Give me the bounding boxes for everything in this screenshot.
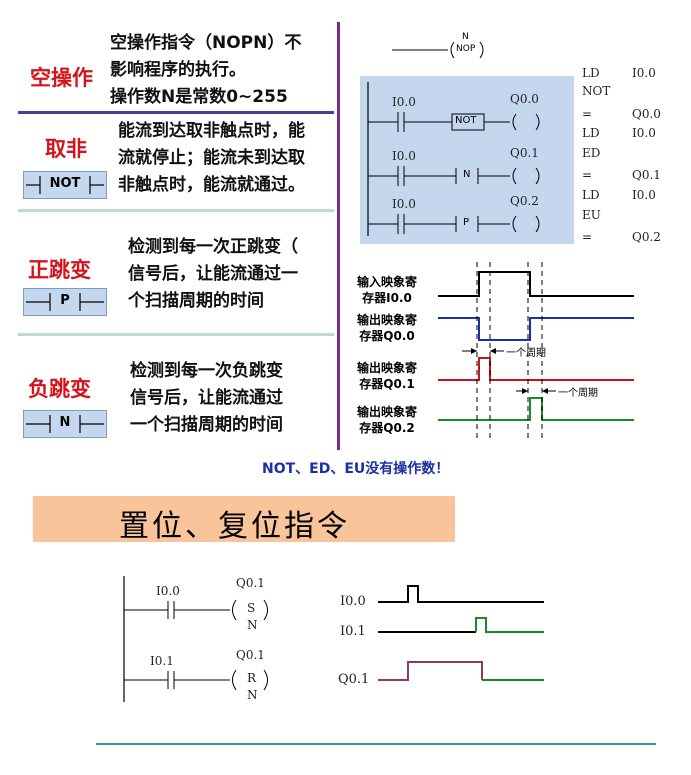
nop-coil-n: N (462, 32, 469, 42)
rung3-box-label: P (463, 217, 470, 228)
set-reset-timing: I0.0 I0.1 Q0.1 (330, 578, 550, 698)
vertical-divider (337, 22, 340, 450)
sr-rung1-contact: I0.0 (156, 584, 180, 598)
stl-op: LD (582, 66, 600, 80)
rung1-coil: Q0.0 (510, 92, 539, 106)
rung1-box-label: NOT (455, 115, 477, 126)
sr-rung1-op: S (247, 601, 256, 615)
timing-row-label: 输出映象寄 存器Q0.1 (356, 361, 417, 391)
sr-timing-label: Q0.1 (338, 672, 370, 687)
timing-row-label: 输出映象寄 存器Q0.0 (356, 313, 417, 343)
stl-op: NOT (582, 84, 611, 98)
not-symbol-label: NOT (49, 176, 81, 191)
ladder-panel: I0.0 Q0.0 NOT I0.0 Q0.1 N I0.0 Q0.2 P (360, 76, 574, 244)
pos-symbol-label: P (60, 293, 70, 308)
period-label: 一个周期 (558, 388, 598, 399)
section-title: 置位、复位指令 (119, 509, 350, 544)
stl-operand: Q0.0 (632, 107, 661, 121)
bottom-rule (96, 743, 656, 745)
nop-description: 空操作指令（NOPN）不 影响程序的执行。 操作数N是常数0~255 (110, 33, 302, 107)
transition-timing-diagram: 输入映象寄 存器I0.0 输出映象寄 存器Q0.0 输出映象寄 存器Q0.1 输… (336, 262, 636, 444)
section-title-bar: 置位、复位指令 (33, 496, 455, 544)
not-description: 能流到达取非触点时，能 流就停止；能流未到达取 非触点时，能流就通过。 (118, 121, 305, 195)
divider-1 (18, 111, 334, 114)
sr-timing-label: I0.1 (340, 624, 366, 639)
neg-title: 负跳变 (28, 377, 91, 401)
period-label: 一个周期 (506, 348, 546, 359)
stl-op: ED (582, 146, 601, 160)
rung3-contact: I0.0 (392, 197, 416, 211)
stl-op: EU (582, 208, 601, 222)
rung2-coil: Q0.1 (510, 146, 539, 160)
stl-operand: Q0.2 (632, 230, 661, 244)
sr-rung1-n: N (247, 618, 258, 632)
sr-rung2-coil: Q0.1 (236, 648, 265, 662)
not-symbol-box: NOT (23, 171, 107, 199)
pos-description: 检测到每一次正跳变（ 信号后，让能流通过一 个扫描周期的时间 (128, 237, 298, 311)
nop-coil-label: NOP (456, 44, 476, 54)
timing-row-label: 输入映象寄 存器I0.0 (356, 275, 417, 305)
rung3-coil: Q0.2 (510, 194, 539, 208)
not-title: 取非 (45, 137, 87, 161)
sr-rung1-coil: Q0.1 (236, 576, 265, 590)
sr-rung2-op: R (247, 671, 257, 685)
divider-3 (18, 333, 334, 336)
stl-op: = (582, 230, 593, 244)
rung2-box-label: N (463, 169, 471, 180)
stl-op: = (582, 168, 593, 182)
stl-listing: LD I0.0 NOT = Q0.0 LD I0.0 ED = Q0.1 LD … (582, 66, 682, 246)
stl-op: LD (582, 188, 600, 202)
rung2-contact: I0.0 (392, 149, 416, 163)
stl-operand: I0.0 (632, 66, 656, 80)
timing-row-label: 输出映象寄 存器Q0.2 (356, 405, 417, 435)
divider-2 (18, 209, 334, 212)
rung1-contact: I0.0 (392, 95, 416, 109)
sr-rung2-n: N (247, 688, 258, 702)
nop-coil-diagram: N NOP (392, 32, 502, 62)
neg-symbol-box: N (23, 410, 107, 438)
operand-note: NOT、ED、EU没有操作数！ (262, 461, 450, 477)
nop-title: 空操作 (30, 66, 93, 90)
pos-title: 正跳变 (28, 258, 91, 282)
stl-operand: Q0.1 (632, 168, 661, 182)
stl-operand: I0.0 (632, 126, 656, 140)
neg-symbol-label: N (59, 415, 71, 430)
sr-rung2-contact: I0.1 (150, 654, 174, 668)
neg-description: 检测到每一次负跳变 信号后，让能流通过 一个扫描周期的时间 (130, 361, 283, 435)
stl-operand: I0.0 (632, 188, 656, 202)
set-reset-ladder: I0.0 Q0.1 S N I0.1 Q0.1 R N (118, 574, 298, 706)
sr-timing-label: I0.0 (340, 594, 366, 609)
stl-op: = (582, 107, 593, 121)
stl-op: LD (582, 126, 600, 140)
pos-symbol-box: P (23, 288, 107, 316)
